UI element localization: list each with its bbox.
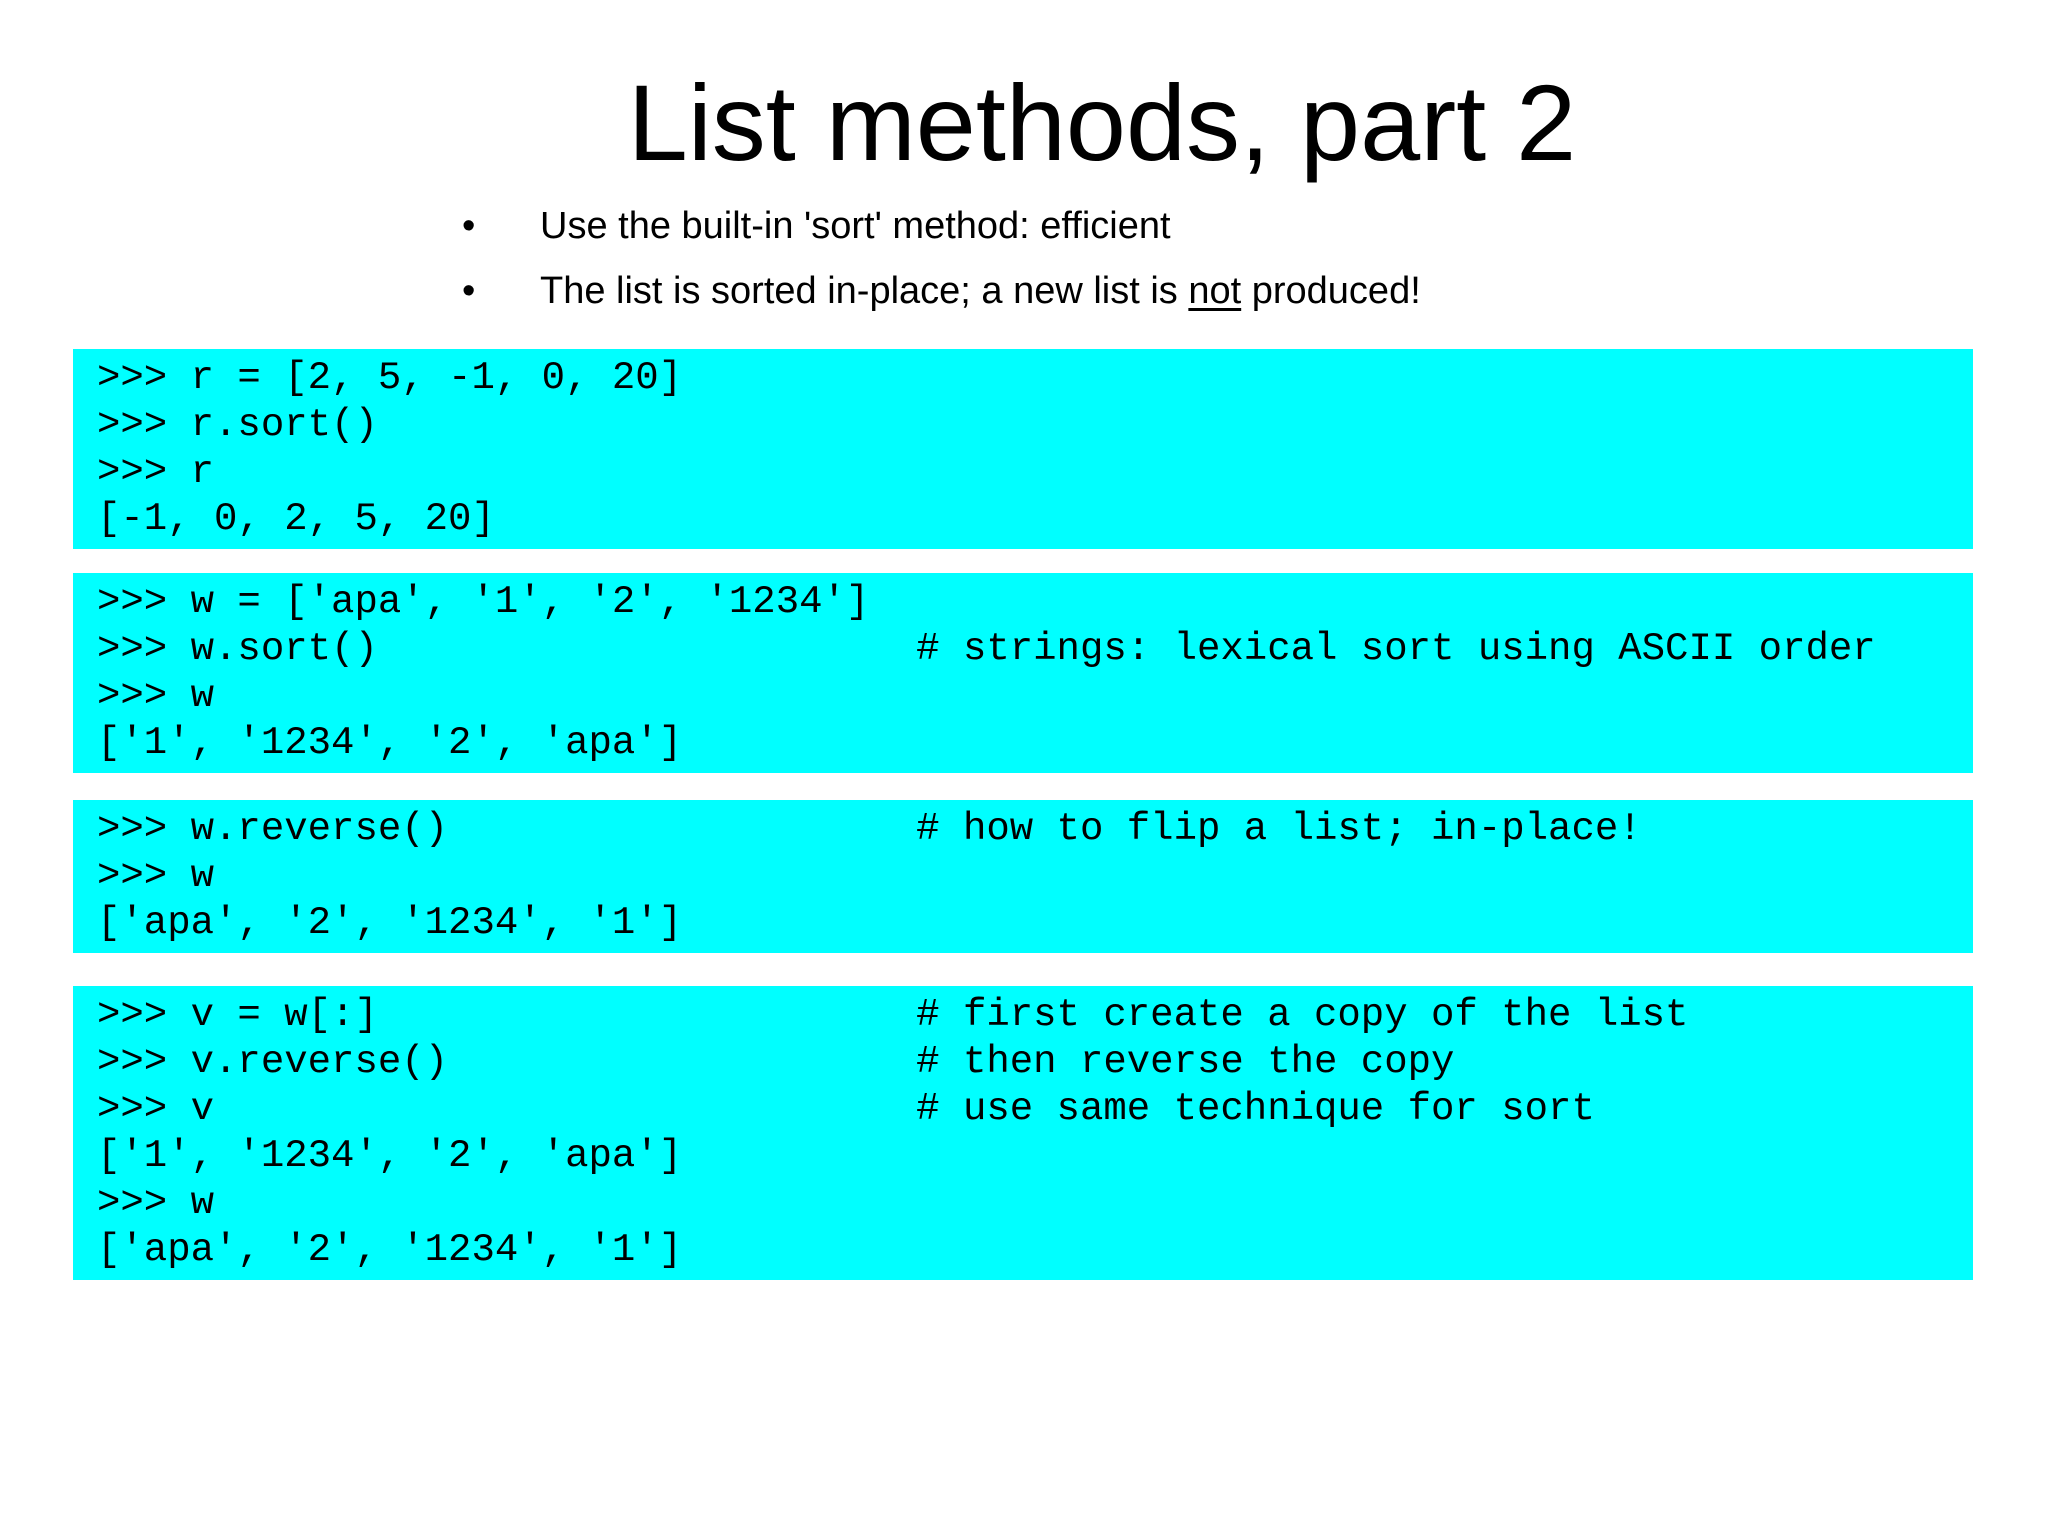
page-title: List methods, part 2 — [627, 62, 1577, 183]
bullet-text-underlined-segment: not — [1188, 270, 1242, 312]
bullet-text: The list is sorted in-place; a new list … — [540, 269, 1421, 315]
code-block-reverse: >>> w.reverse() # how to flip a list; in… — [73, 800, 1973, 953]
bullet-marker: • — [462, 270, 476, 312]
bullet-text-segment: produced! — [1241, 270, 1421, 312]
bullet-item-in-place: • The list is sorted in-place; a new lis… — [462, 269, 1421, 315]
bullet-marker: • — [462, 205, 476, 247]
code-block-sort-strings: >>> w = ['apa', '1', '2', '1234'] >>> w.… — [73, 573, 1973, 773]
code-block-copy-then-reverse: >>> v = w[:] # first create a copy of th… — [73, 986, 1973, 1280]
bullet-item-sort-efficient: • Use the built-in 'sort' method: effici… — [462, 204, 1171, 250]
bullet-text-segment: The list is sorted in-place; a new list … — [540, 270, 1189, 312]
bullet-text-segment: Use the built-in 'sort' method: efficien… — [540, 205, 1171, 247]
bullet-text: Use the built-in 'sort' method: efficien… — [540, 204, 1171, 250]
code-block-sort-numbers: >>> r = [2, 5, -1, 0, 20] >>> r.sort() >… — [73, 349, 1973, 549]
